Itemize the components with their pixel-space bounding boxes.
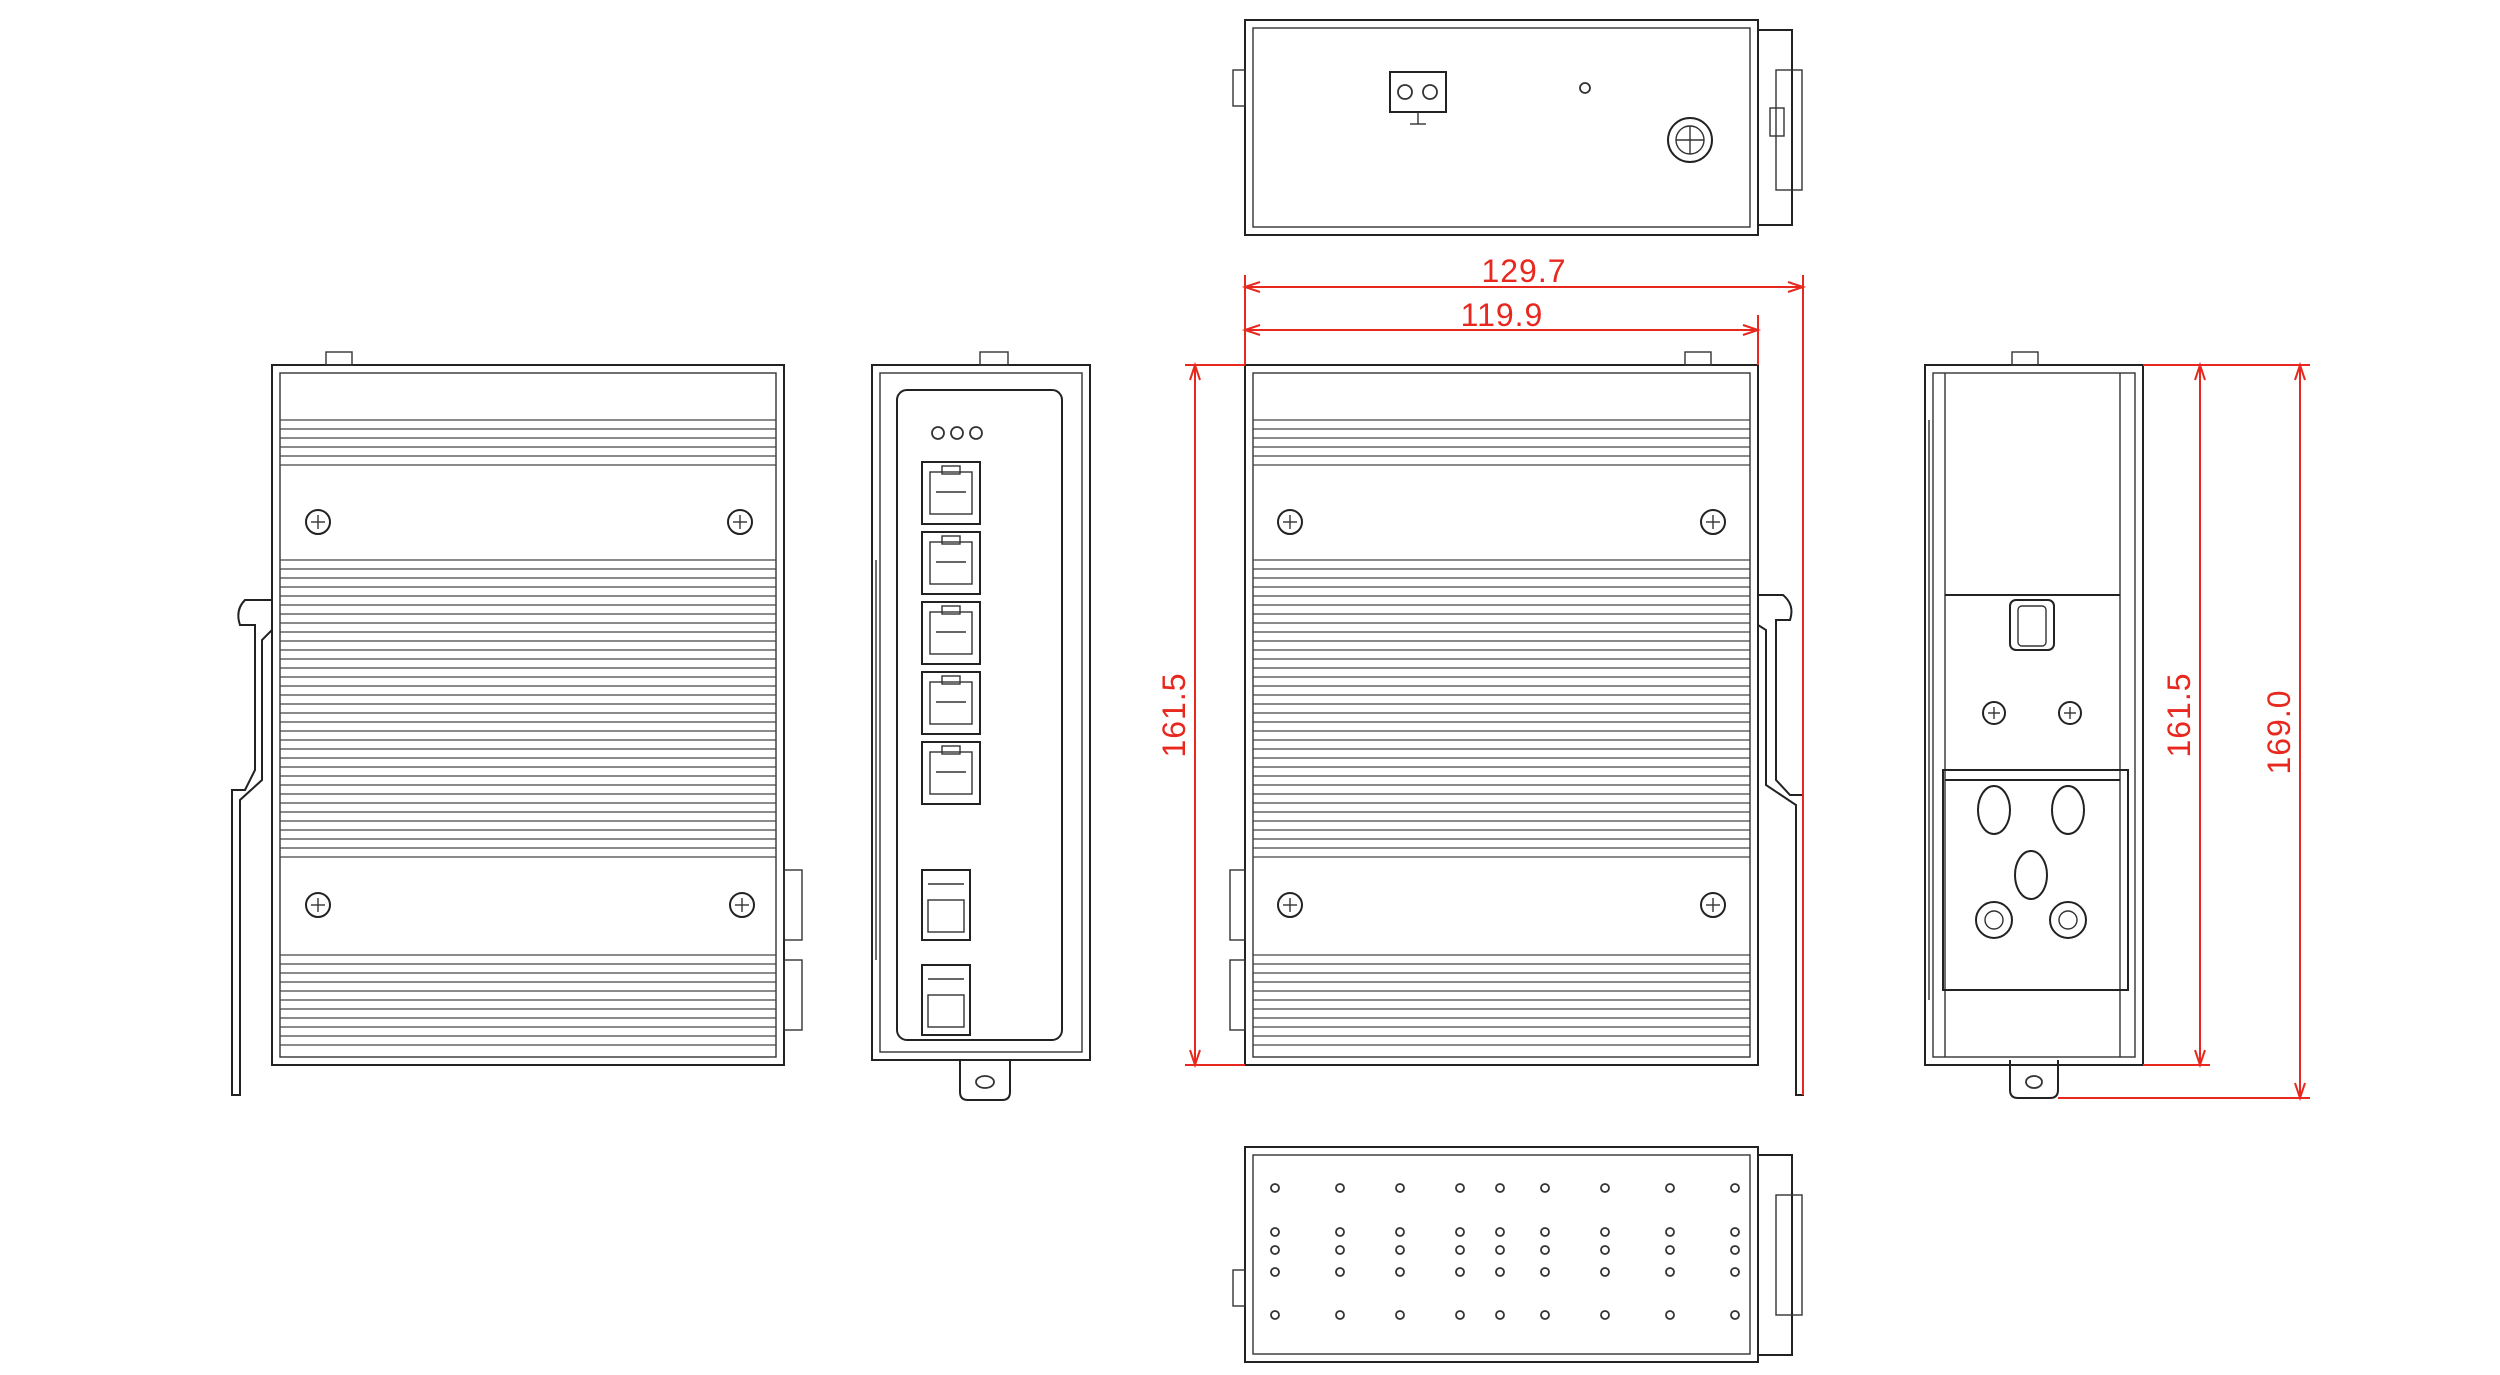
dim-height-side-label: 161.5 xyxy=(2161,672,2197,757)
dimension-lines xyxy=(1185,275,1807,1095)
vent-hole xyxy=(1730,1310,1740,1320)
dim-body-width-label: 119.9 xyxy=(1461,297,1544,333)
vent-hole xyxy=(1600,1310,1610,1320)
vent-hole xyxy=(1730,1267,1740,1277)
vent-hole xyxy=(1335,1267,1345,1277)
vent-hole xyxy=(1270,1267,1280,1277)
vent-hole xyxy=(1270,1310,1280,1320)
vent-hole xyxy=(1270,1183,1280,1193)
vent-hole xyxy=(1335,1245,1345,1255)
led-icon xyxy=(931,426,945,440)
vent-hole xyxy=(1495,1310,1505,1320)
vent-hole xyxy=(1540,1183,1550,1193)
screw-icon xyxy=(1700,509,1726,535)
sfp-port xyxy=(921,869,971,941)
vent-hole xyxy=(1455,1183,1465,1193)
vent-hole xyxy=(1730,1227,1740,1237)
left-side-view xyxy=(231,351,803,1096)
vent-hole xyxy=(1455,1245,1465,1255)
heatsink-fins xyxy=(280,419,776,1046)
vent-hole xyxy=(1665,1310,1675,1320)
vent-hole xyxy=(1600,1183,1610,1193)
vent-hole xyxy=(1730,1245,1740,1255)
vent-hole xyxy=(1270,1245,1280,1255)
vent-hole xyxy=(1335,1183,1345,1193)
screw-icon xyxy=(1700,892,1726,918)
vent-hole xyxy=(1495,1267,1505,1277)
main-front-view: 129.7 119.9 161.5 xyxy=(1156,253,1807,1096)
vent-hole xyxy=(1540,1245,1550,1255)
rj45-port-icon xyxy=(921,601,981,665)
vent-hole xyxy=(1395,1310,1405,1320)
vent-hole xyxy=(1665,1245,1675,1255)
vent-hole xyxy=(1455,1267,1465,1277)
screw-icon xyxy=(305,509,331,535)
indicator-hole xyxy=(1579,82,1591,94)
rj45-ports xyxy=(921,461,981,805)
vent-hole xyxy=(1540,1267,1550,1277)
screw-icon xyxy=(1277,509,1303,535)
dimension-lines xyxy=(2058,361,2310,1102)
vent-hole xyxy=(1395,1245,1405,1255)
vent-hole xyxy=(1540,1310,1550,1320)
vent-hole xyxy=(1335,1310,1345,1320)
vent-hole xyxy=(1455,1227,1465,1237)
vent-hole xyxy=(1665,1267,1675,1277)
vent-hole xyxy=(1495,1227,1505,1237)
bottom-view xyxy=(1232,1146,1803,1363)
rj45-port-icon xyxy=(921,531,981,595)
vent-hole xyxy=(1495,1183,1505,1193)
vent-hole xyxy=(1665,1227,1675,1237)
screw-icon xyxy=(727,509,753,535)
vent-hole xyxy=(1270,1227,1280,1237)
screw-icon xyxy=(2058,701,2082,725)
power-terminal-icon xyxy=(1389,71,1447,125)
screw-icon xyxy=(1277,892,1303,918)
vent-hole xyxy=(1540,1227,1550,1237)
heatsink-fins xyxy=(1253,419,1750,1046)
vent-hole xyxy=(1395,1183,1405,1193)
led-indicators xyxy=(931,426,983,440)
vent-hole xyxy=(1335,1227,1345,1237)
sfp-port xyxy=(921,964,971,1036)
front-panel-view xyxy=(871,351,1091,1101)
rj45-port-icon xyxy=(921,461,981,525)
ground-screw-icon xyxy=(1667,117,1713,163)
rear-view: 161.5 169.0 xyxy=(1924,351,2310,1102)
vent-hole xyxy=(1495,1245,1505,1255)
dim-height-front-label: 161.5 xyxy=(1156,672,1192,757)
vent-hole xyxy=(1455,1310,1465,1320)
screw-icon xyxy=(729,892,755,918)
vent-hole xyxy=(1395,1227,1405,1237)
vent-hole xyxy=(1600,1227,1610,1237)
rj45-port-icon xyxy=(921,741,981,805)
rj45-port-icon xyxy=(921,671,981,735)
dim-height-total-label: 169.0 xyxy=(2261,689,2297,774)
screw-icon xyxy=(305,892,331,918)
vent-hole xyxy=(1395,1267,1405,1277)
vent-hole xyxy=(1665,1183,1675,1193)
vent-hole xyxy=(1600,1267,1610,1277)
vent-hole xyxy=(1730,1183,1740,1193)
vent-holes xyxy=(1270,1183,1740,1320)
screw-icon xyxy=(1982,701,2006,725)
dim-total-width-label: 129.7 xyxy=(1481,253,1566,289)
vent-hole xyxy=(1600,1245,1610,1255)
top-view xyxy=(1232,19,1803,236)
led-icon xyxy=(969,426,983,440)
led-icon xyxy=(950,426,964,440)
